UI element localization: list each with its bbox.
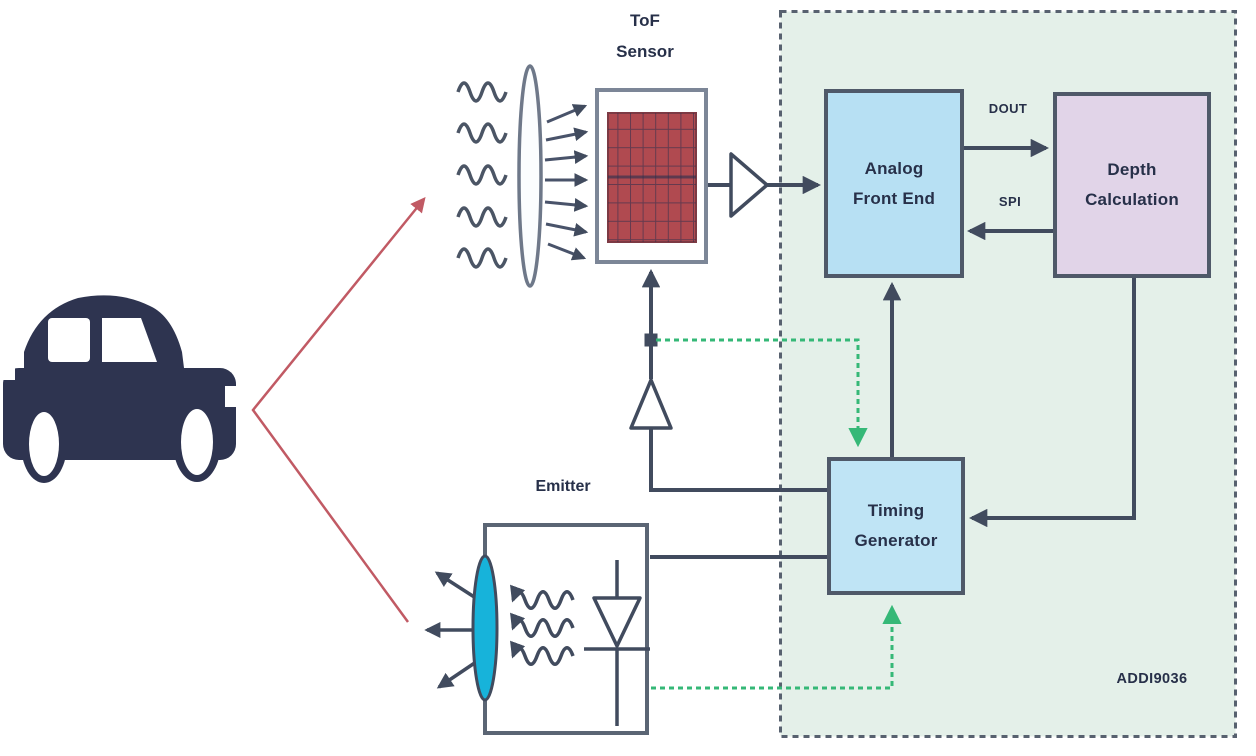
receive-lens-icon: [517, 64, 543, 288]
car-icon: [0, 295, 239, 483]
tof-sensor-block: [595, 88, 708, 264]
focused-ray-icons: [544, 104, 589, 261]
connection-lines: [641, 138, 1136, 559]
amplifier-icon: [729, 152, 769, 218]
emitter-lens-icon: [471, 554, 499, 702]
amplifier-up-icon: [629, 378, 673, 430]
reflected-light-wave-icons: [456, 81, 508, 269]
junction-dot: [644, 333, 658, 347]
laser-diode-icon: [584, 560, 650, 726]
timing-generator-block: [827, 457, 965, 595]
depth-calculation-block: [1053, 92, 1211, 278]
analog-front-end-block: [824, 89, 964, 278]
emitted-wave-icons: [510, 584, 575, 666]
light-path-arrow: [251, 197, 426, 623]
sync-dashed-lines: [651, 338, 902, 690]
emitter-block: [424, 523, 650, 735]
